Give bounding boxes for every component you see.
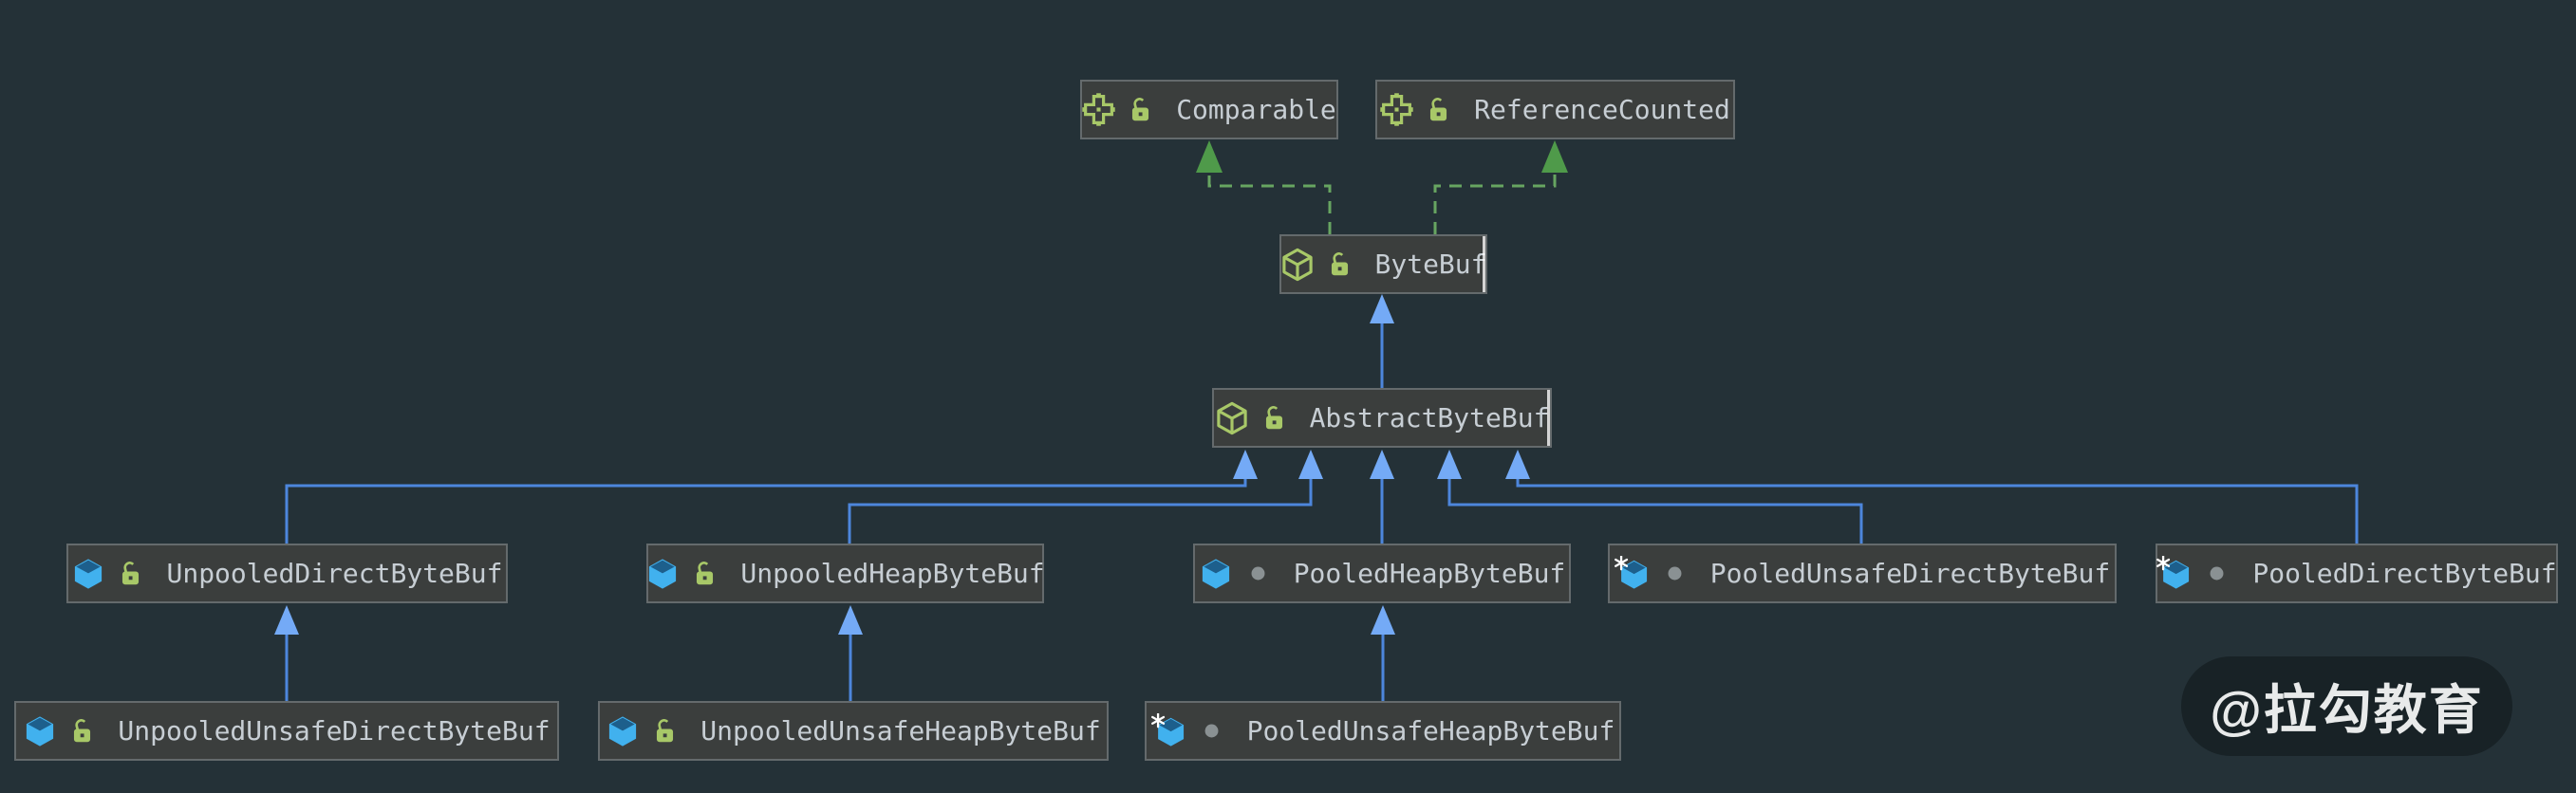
lock-icon [69, 718, 95, 744]
node-unpooledunsafedirectbytebuf[interactable]: UnpooledUnsafeDirectByteBuf [14, 701, 559, 761]
extends-arrowhead [1437, 450, 1462, 479]
package-private-dot-icon [1662, 561, 1688, 586]
edge-extends-unpooleddirectbytebuf [285, 476, 1247, 544]
lock-icon [692, 561, 718, 586]
package-private-dot-icon [1199, 718, 1224, 744]
extends-arrowhead [1370, 450, 1394, 479]
implements-arrowhead [1541, 140, 1568, 173]
extends-arrowhead [838, 605, 863, 635]
package-private-dot-icon [1245, 561, 1271, 586]
interface-icon [1380, 93, 1413, 126]
implements-arrowhead [1196, 140, 1223, 173]
class-icon [645, 557, 680, 591]
watermark-text: @拉勾教育 [2210, 680, 2484, 740]
edge-extends-pooledunsafedirectbytebuf [1447, 476, 1863, 544]
extends-arrowhead [274, 605, 299, 635]
node-pooledheapbytebuf[interactable]: PooledHeapByteBuf [1193, 544, 1571, 603]
node-unpooledunsafeheapbytebuf[interactable]: UnpooledUnsafeHeapByteBuf [598, 701, 1109, 761]
node-label: AbstractByteBuf [1309, 401, 1550, 433]
edge-implements-bytebuf-comparable [1207, 172, 1332, 234]
extends-arrowhead [1371, 605, 1395, 635]
class-icon [1199, 557, 1233, 591]
node-label: PooledUnsafeDirectByteBuf [1709, 557, 2111, 589]
node-unpooleddirectbytebuf[interactable]: UnpooledDirectByteBuf [66, 544, 508, 603]
node-abstractbytebuf[interactable]: AbstractByteBuf [1212, 388, 1552, 448]
lock-icon [1261, 405, 1287, 431]
lock-icon [652, 718, 678, 744]
node-unpooledheapbytebuf[interactable]: UnpooledHeapByteBuf [645, 544, 1045, 603]
node-pooleddirectbytebuf[interactable]: PooledDirectByteBuf [2156, 544, 2558, 603]
node-pooledunsafeheapbytebuf[interactable]: PooledUnsafeHeapByteBuf [1145, 701, 1621, 761]
extends-arrowhead [1370, 294, 1394, 323]
abstract-class-icon [1215, 401, 1249, 435]
extends-arrowhead [1233, 450, 1258, 479]
lock-icon [1327, 251, 1353, 277]
node-label: UnpooledUnsafeDirectByteBuf [118, 714, 551, 747]
edge-extends-unpooledheapbytebuf [848, 476, 1313, 544]
lock-icon [1128, 97, 1153, 122]
node-label: UnpooledHeapByteBuf [740, 557, 1045, 589]
package-private-dot-icon [2204, 561, 2230, 586]
edge-implements-bytebuf-referencecounted [1433, 172, 1557, 234]
class-icon [606, 714, 640, 748]
node-label: PooledDirectByteBuf [2252, 557, 2557, 589]
interface-icon [1082, 93, 1115, 126]
node-label: PooledHeapByteBuf [1293, 557, 1566, 589]
class-icon [23, 714, 57, 748]
class-icon [71, 557, 105, 591]
watermark-badge: @拉勾教育 [2181, 656, 2512, 756]
node-label: ByteBuf [1374, 248, 1487, 280]
node-label: UnpooledUnsafeHeapByteBuf [700, 714, 1101, 747]
lock-icon [1426, 97, 1451, 122]
node-label: UnpooledDirectByteBuf [166, 557, 503, 589]
node-label: ReferenceCounted [1474, 93, 1730, 125]
abstract-class-icon [1280, 248, 1315, 282]
final-class-icon [1151, 713, 1186, 748]
final-class-icon [2156, 556, 2192, 591]
node-bytebuf[interactable]: ByteBuf [1279, 234, 1487, 294]
node-label: Comparable [1176, 93, 1336, 125]
final-class-icon [1615, 556, 1650, 591]
node-comparable[interactable]: Comparable [1080, 80, 1338, 139]
node-referencecounted[interactable]: ReferenceCounted [1375, 80, 1735, 139]
edge-extends-pooleddirectbytebuf [1516, 476, 2359, 544]
lock-icon [118, 561, 143, 586]
extends-arrowhead [1505, 450, 1530, 479]
node-pooledunsafedirectbytebuf[interactable]: PooledUnsafeDirectByteBuf [1608, 544, 2117, 603]
node-label: PooledUnsafeHeapByteBuf [1246, 714, 1615, 747]
extends-arrowhead [1298, 450, 1323, 479]
